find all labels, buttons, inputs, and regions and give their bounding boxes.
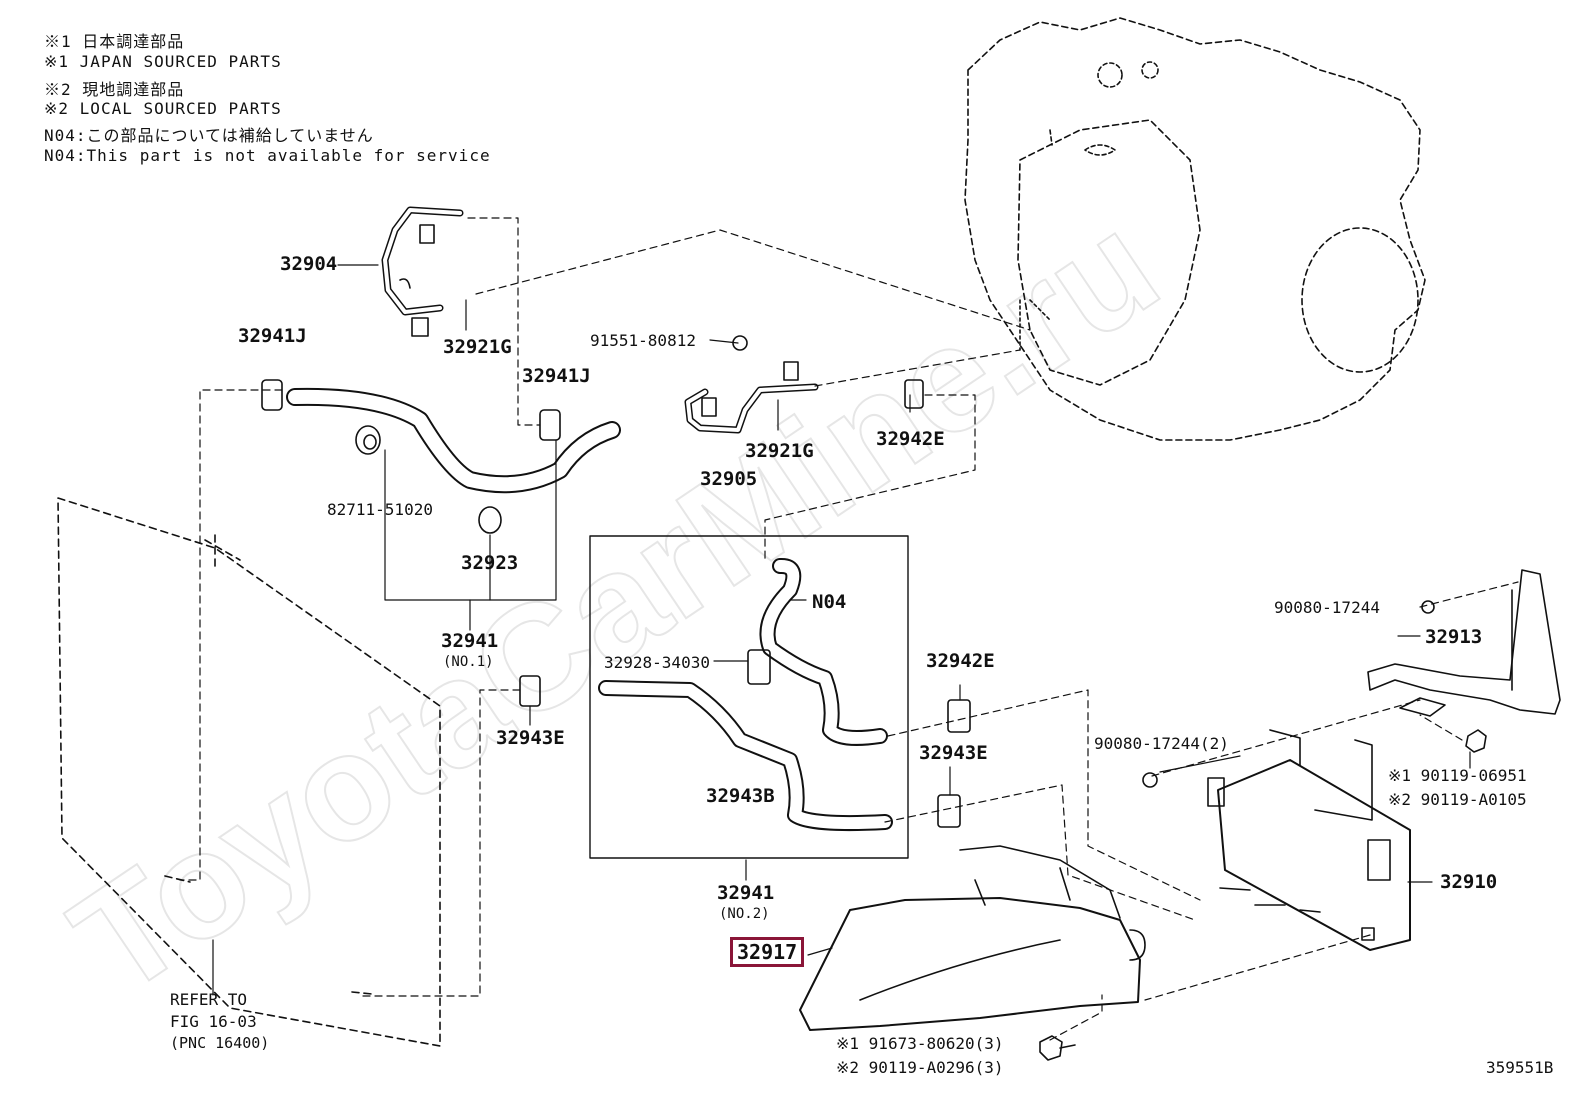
refer-line-1: REFER TO [170, 990, 248, 1009]
part-label-32921g-b[interactable]: 32921G [745, 440, 814, 462]
part-label-32910[interactable]: 32910 [1440, 871, 1498, 893]
part-label-91673-80620[interactable]: ※1 91673-80620(3) [836, 1034, 1004, 1053]
leader-lines [179, 217, 1519, 1041]
part-sublabel-no2: (NO.2) [719, 906, 770, 922]
hose-32943b [598, 680, 893, 832]
part-label-90080-17244-2[interactable]: 90080-17244(2) [1094, 734, 1229, 753]
bolt-90080-a [1421, 600, 1435, 614]
refer-line-2: FIG 16-03 [170, 1012, 257, 1031]
part-label-82711-51020[interactable]: 82711-51020 [327, 500, 433, 519]
part-label-32941j-b[interactable]: 32941J [522, 365, 591, 387]
part-label-32913[interactable]: 32913 [1425, 626, 1483, 648]
clamp-32943e-a [519, 675, 541, 707]
part-label-32905[interactable]: 32905 [700, 468, 758, 490]
note-n04-en: N04:This part is not available for servi… [44, 146, 491, 165]
group-box-32941-no2 [589, 535, 909, 859]
part-label-32928-34030[interactable]: 32928-34030 [604, 653, 710, 672]
refer-line-3: (PNC 16400) [170, 1034, 270, 1052]
air-duct-32917 [799, 845, 1146, 1031]
hose-n04 [747, 558, 888, 746]
pipe-32905 [684, 335, 924, 434]
note-local-sourced-ja: ※2 現地調達部品 [44, 80, 185, 99]
radiator [57, 497, 441, 1047]
part-label-32941j-a[interactable]: 32941J [238, 325, 307, 347]
bracket-32913 [1367, 569, 1561, 717]
part-label-32942e-a[interactable]: 32942E [876, 428, 945, 450]
note-jp-sourced-en: ※1 JAPAN SOURCED PARTS [44, 52, 282, 71]
bolt-90119 [1465, 729, 1487, 753]
clamp-32943e-b [937, 794, 961, 828]
part-label-32943e-b[interactable]: 32943E [919, 742, 988, 764]
part-label-32943e-a[interactable]: 32943E [496, 727, 565, 749]
part-label-32917-highlighted[interactable]: 32917 [730, 937, 805, 967]
note-local-sourced-en: ※2 LOCAL SOURCED PARTS [44, 99, 282, 118]
pipe-32904 [381, 206, 464, 337]
part-label-32942e-b[interactable]: 32942E [926, 650, 995, 672]
part-label-90119-a0296[interactable]: ※2 90119-A0296(3) [836, 1058, 1004, 1077]
part-label-32923[interactable]: 32923 [461, 552, 519, 574]
note-jp-sourced-ja: ※1 日本調達部品 [44, 32, 185, 51]
part-label-32904[interactable]: 32904 [280, 253, 338, 275]
clamp-32942e-b [947, 699, 971, 733]
part-label-91551-80812[interactable]: 91551-80812 [590, 331, 696, 350]
part-label-32921g-a[interactable]: 32921G [443, 336, 512, 358]
note-n04-ja: N04:この部品については補給していません [44, 126, 374, 145]
bolt-90080-b [1142, 772, 1158, 788]
part-sublabel-no1: (NO.1) [443, 654, 494, 670]
part-label-n04[interactable]: N04 [812, 591, 847, 613]
part-label-32943b[interactable]: 32943B [706, 785, 775, 807]
transmission-housing [964, 17, 1426, 441]
hose-32941-no1 [261, 379, 621, 534]
part-label-32941-no2[interactable]: 32941 [717, 882, 775, 904]
part-label-90119-a0105[interactable]: ※2 90119-A0105 [1388, 790, 1527, 809]
figure-number: 359551B [1486, 1058, 1554, 1077]
part-label-32941-no1[interactable]: 32941 [441, 630, 499, 652]
bolt-91673 [1039, 1035, 1076, 1061]
part-label-90080-17244[interactable]: 90080-17244 [1274, 598, 1380, 617]
part-label-90119-06951[interactable]: ※1 90119-06951 [1388, 766, 1527, 785]
oil-cooler-32910 [1207, 729, 1411, 951]
